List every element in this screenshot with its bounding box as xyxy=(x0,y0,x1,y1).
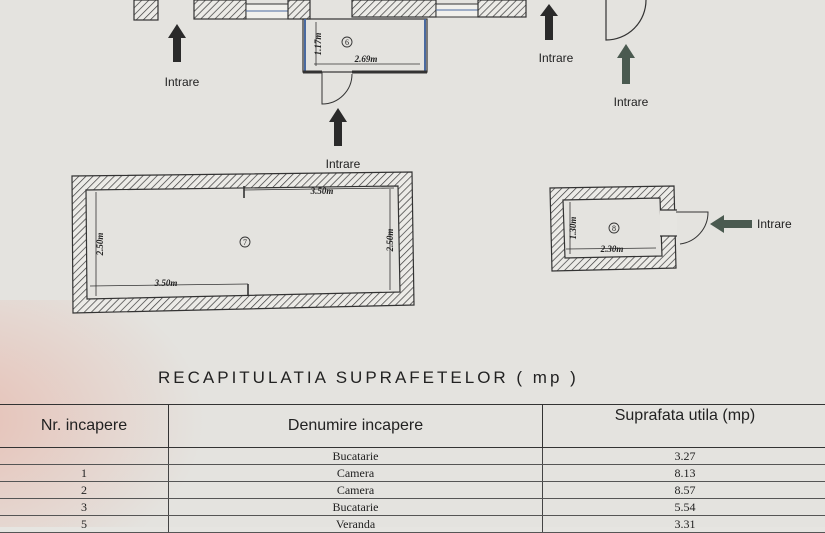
row-room-name: Veranda xyxy=(169,516,543,533)
row-area: 3.27 xyxy=(543,448,825,465)
row-room-name: Bucatarie xyxy=(169,499,543,516)
row-room-number: 2 xyxy=(0,482,169,499)
room-7-bottom-dimension: 3.50m xyxy=(154,278,178,288)
table-row: 3 Bucatarie 5.54 xyxy=(0,499,825,516)
row-area: 5.54 xyxy=(543,499,825,516)
room-6-height-dimension: 1.17m xyxy=(313,33,323,56)
room-6-width-dimension: 2.69m xyxy=(354,54,378,64)
room-7-left-dimension: 2.50m xyxy=(95,233,105,257)
row-area: 3.31 xyxy=(543,516,825,533)
header-usable-area: Suprafata utila (mp) xyxy=(543,405,825,448)
table-header-row: Nr. incapere Denumire incapere Suprafata… xyxy=(0,405,825,448)
row-room-name: Camera xyxy=(169,482,543,499)
entrance-label-room-8: Intrare xyxy=(757,217,792,231)
table-row: Bucatarie 3.27 xyxy=(0,448,825,465)
row-area: 8.57 xyxy=(543,482,825,499)
row-room-number: 5 xyxy=(0,516,169,533)
row-room-number xyxy=(0,448,169,465)
table-row: 1 Camera 8.13 xyxy=(0,465,825,482)
surface-summary-table: Nr. incapere Denumire incapere Suprafata… xyxy=(0,404,825,533)
room-7-top-dimension: 3.50m xyxy=(310,186,334,196)
entrance-label-left: Intrare xyxy=(165,75,200,89)
entrance-label-room-6: Intrare xyxy=(326,157,361,171)
room-8-number: 8 xyxy=(612,224,616,233)
row-room-name: Bucatarie xyxy=(169,448,543,465)
room-8-width-dimension: 2.30m xyxy=(600,244,624,254)
entrance-label-far-right: Intrare xyxy=(614,95,649,109)
room-7-right-dimension: 2.50m xyxy=(385,229,395,253)
header-room-name: Denumire incapere xyxy=(169,405,543,448)
room-7-number: 7 xyxy=(243,238,247,247)
summary-title: RECAPITULATIA SUPRAFETELOR ( mp ) xyxy=(158,368,579,388)
header-room-number: Nr. incapere xyxy=(0,405,169,448)
row-room-number: 3 xyxy=(0,499,169,516)
room-8-height-dimension: 1.30m xyxy=(568,217,578,240)
row-room-name: Camera xyxy=(169,465,543,482)
table-row: 5 Veranda 3.31 xyxy=(0,516,825,533)
row-room-number: 1 xyxy=(0,465,169,482)
table-row: 2 Camera 8.57 xyxy=(0,482,825,499)
room-6-number: 6 xyxy=(345,38,349,47)
row-area: 8.13 xyxy=(543,465,825,482)
entrance-label-top-right: Intrare xyxy=(539,51,574,65)
